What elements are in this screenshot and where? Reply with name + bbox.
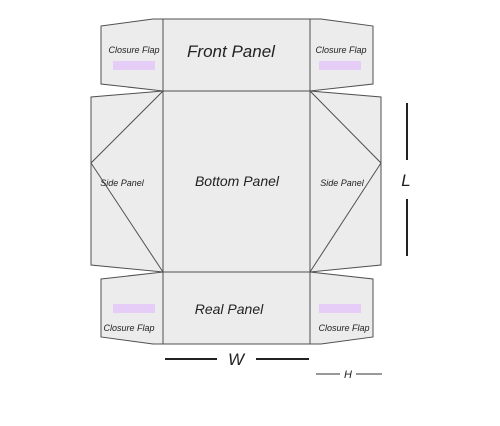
side-panel-right-label: Side Panel <box>320 178 365 188</box>
width-dimension-label: W <box>228 350 246 369</box>
closure-flap-top-left <box>100 18 164 92</box>
height-dimension-label: H <box>344 369 352 381</box>
fold-line-left <box>90 90 164 273</box>
side-panel-left-label: Side Panel <box>100 178 145 188</box>
tape-strip-top-left <box>113 61 155 70</box>
closure-flap-top-right-label: Closure Flap <box>315 45 366 55</box>
tape-strip-top-right <box>319 61 361 70</box>
rear-panel-label: Real Panel <box>195 301 264 317</box>
bottom-panel-label: Bottom Panel <box>195 173 280 189</box>
front-panel-label: Front Panel <box>187 42 276 61</box>
closure-flap-bottom-right-label: Closure Flap <box>318 323 369 333</box>
rear-panel <box>162 271 311 345</box>
fold-line-right <box>309 90 382 273</box>
closure-flap-top-right <box>309 18 374 92</box>
tape-strip-bottom-left <box>113 304 155 313</box>
tape-strip-bottom-right <box>319 304 361 313</box>
length-dimension-label: L <box>401 171 410 190</box>
closure-flap-bottom-left-label: Closure Flap <box>103 323 154 333</box>
front-panel <box>162 18 311 92</box>
closure-flap-top-left-label: Closure Flap <box>108 45 159 55</box>
